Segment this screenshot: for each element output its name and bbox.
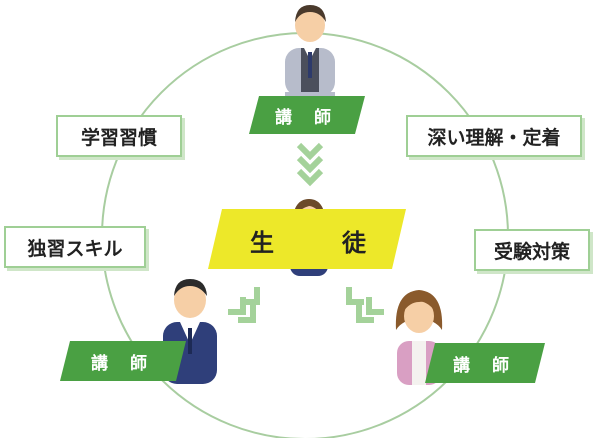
student-label-right: 徒 (342, 229, 366, 257)
skill-label-deep-understanding: 深い理解・定着 (406, 115, 582, 157)
teacher-ribbon-top: 講 師 (249, 96, 365, 134)
ribbon-shape (249, 96, 365, 134)
teacher-ribbon-bottom-right: 講 師 (425, 343, 545, 383)
teacher-top-label: 講 師 (275, 107, 339, 128)
student-band (208, 209, 406, 269)
teacher-bottom-left-label: 講 師 (91, 353, 155, 374)
teacher-bottom-right-label: 講 師 (453, 355, 517, 376)
student-band-shape (208, 209, 406, 269)
teacher-ribbon-bottom-left: 講 師 (60, 341, 186, 381)
ribbon-shape (425, 343, 545, 383)
teacher-top-figure (285, 5, 335, 100)
skill-label-study-habits: 学習習慣 (56, 115, 182, 157)
skill-label-self-study: 独習スキル (4, 226, 146, 268)
up-right-arrow-icon (228, 287, 260, 323)
up-left-arrow-icon (346, 287, 384, 323)
down-arrow-icon (296, 142, 324, 187)
ribbon-shape (60, 341, 186, 381)
skill-label-exam-prep: 受験対策 (474, 229, 590, 271)
student-label-left: 生 (250, 229, 274, 257)
